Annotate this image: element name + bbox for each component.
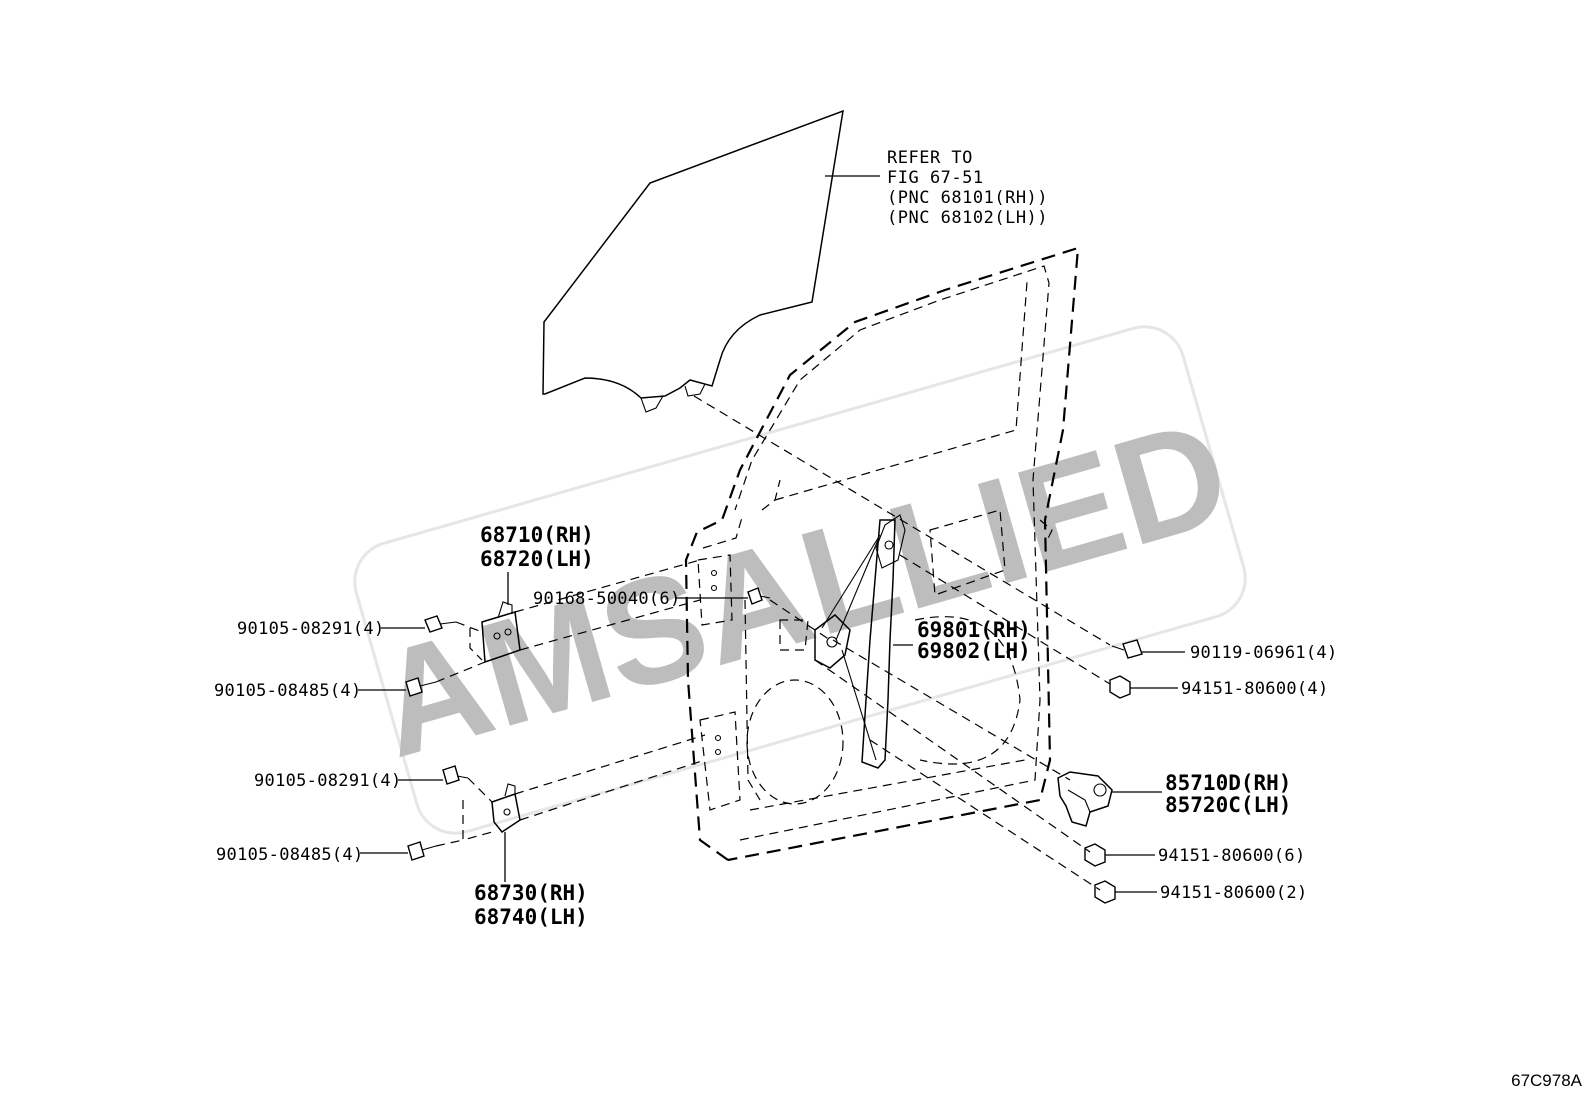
refer-line-4: (PNC 68102(LH)) — [887, 208, 1048, 228]
callout-bolt-hinge-lower-a: 90105-08291(4) — [254, 771, 402, 791]
callout-hinge-upper-rh: 68710(RH) — [480, 523, 594, 547]
callout-bolt-center: 90168-50040(6) — [533, 589, 681, 609]
glass-reference-note: REFER TO FIG 67-51 (PNC 68101(RH)) (PNC … — [887, 148, 1048, 228]
callout-regulator-lh: 69802(LH) — [917, 639, 1031, 663]
callout-motor-rh: 85710D(RH) — [1165, 771, 1291, 795]
watermark: AMSALLIED — [353, 325, 1247, 835]
callout-bolt-hinge-lower-b: 90105-08485(4) — [216, 845, 364, 865]
refer-line-1: REFER TO — [887, 148, 973, 168]
regulator-motor — [1057, 771, 1113, 827]
lower-door-hinge — [462, 734, 706, 841]
refer-line-3: (PNC 68101(RH)) — [887, 188, 1048, 208]
callout-bolt-right: 90119-06961(4) — [1190, 643, 1338, 663]
callout-hinge-lower-lh: 68740(LH) — [474, 905, 588, 929]
callout-nut-right-bottom: 94151-80600(2) — [1160, 883, 1308, 903]
callout-motor-lh: 85720C(LH) — [1165, 793, 1291, 817]
callout-bolt-hinge-upper-b: 90105-08485(4) — [214, 681, 362, 701]
hinge-bolt-lower-a — [442, 765, 493, 803]
right-nut-mid — [1084, 843, 1106, 867]
callout-regulator-rh: 69801(RH) — [917, 618, 1031, 642]
right-nut-top — [1109, 675, 1131, 699]
callout-leaders — [358, 572, 1185, 893]
callout-nut-right-top: 94151-80600(4) — [1181, 679, 1329, 699]
door-glass — [542, 109, 844, 413]
right-nut-bottom — [1094, 880, 1116, 904]
door-panel — [684, 246, 1080, 862]
callout-nut-right-mid: 94151-80600(6) — [1158, 846, 1306, 866]
watermark-text: AMSALLIED — [359, 386, 1246, 789]
callout-hinge-upper-lh: 68720(LH) — [480, 547, 594, 571]
right-bolt — [1111, 639, 1143, 659]
callout-hinge-lower-rh: 68730(RH) — [474, 881, 588, 905]
center-bolt — [747, 587, 831, 641]
figure-id: 67C978A — [1511, 1071, 1583, 1090]
refer-line-2: FIG 67-51 — [887, 168, 984, 188]
callout-bolt-hinge-upper-a: 90105-08291(4) — [237, 619, 385, 639]
hinge-bolt-upper-a — [424, 615, 483, 633]
hinge-bolt-upper-b — [405, 661, 486, 697]
callout-labels: 68710(RH) 68720(LH) 90105-08291(4) 90105… — [214, 523, 1338, 929]
hinge-bolt-lower-b — [407, 839, 464, 861]
